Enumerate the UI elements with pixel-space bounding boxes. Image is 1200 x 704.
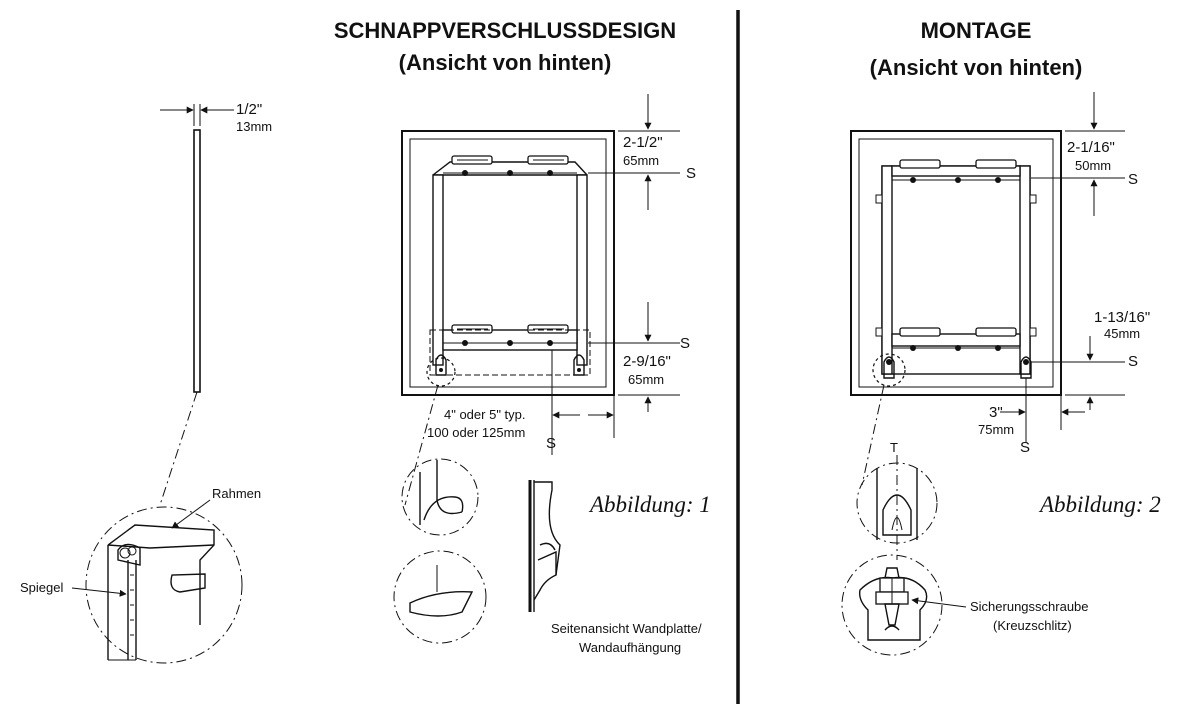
left-side-view-line2: Wandaufhängung (579, 640, 681, 655)
mirror-profile: 1/2" 13mm Rahmen Spiegel (20, 101, 272, 664)
left-side-view-line1: Seitenansicht Wandplatte/ (551, 621, 702, 636)
left-s-width: S (546, 435, 556, 452)
profile-detail-circle (85, 506, 243, 664)
left-dim-top-mm: 65mm (623, 153, 659, 168)
left-dim-bottom-mm: 65mm (628, 372, 664, 387)
right-dim-top-mm: 50mm (1075, 158, 1111, 173)
left-hook-detail-bottom (393, 550, 487, 644)
right-t-marker: T (890, 440, 898, 455)
left-s-bottom: S (680, 335, 690, 352)
right-s-top: S (1128, 171, 1138, 188)
right-screw-detail (841, 554, 943, 656)
left-keyhole-callout (426, 357, 456, 387)
right-dim-top: 2-1/16" (1067, 139, 1115, 156)
right-title: MONTAGE (921, 18, 1032, 43)
right-wall-plate (875, 159, 1037, 379)
mirror-edge-profile (193, 129, 201, 393)
right-screw-label-line2: (Kreuzschlitz) (993, 618, 1072, 633)
right-dim-width-mm: 75mm (978, 422, 1014, 437)
right-figure-label: Abbildung: 2 (1038, 492, 1161, 517)
mirror-label: Spiegel (20, 580, 63, 595)
right-subtitle: (Ansicht von hinten) (870, 55, 1083, 80)
right-s-bottom: S (1128, 353, 1138, 370)
left-dim-width: 4" oder 5" typ. (444, 407, 526, 422)
lock-screw-icon (858, 567, 928, 641)
right-s-width: S (1020, 439, 1030, 456)
left-subtitle: (Ansicht von hinten) (399, 50, 612, 75)
frame-label: Rahmen (212, 486, 261, 501)
left-s-top: S (686, 165, 696, 182)
left-dim-width-mm: 100 oder 125mm (427, 425, 525, 440)
right-screw-label-line1: Sicherungsschraube (970, 599, 1089, 614)
left-side-view (528, 480, 561, 612)
left-hook-detail-top (401, 458, 479, 536)
left-dim-bottom: 2-9/16" (623, 353, 671, 370)
left-panel: SCHNAPPVERSCHLUSSDESIGN (Ansicht von hin… (334, 18, 711, 655)
right-panel: MONTAGE (Ansicht von hinten) (841, 18, 1161, 656)
right-dim-bottom: 1-13/16" (1094, 309, 1150, 326)
profile-thickness-label: 1/2" (236, 101, 262, 118)
frame-corner-detail (107, 524, 215, 661)
right-dim-width: 3" (989, 404, 1003, 421)
left-dim-top: 2-1/2" (623, 134, 663, 151)
profile-thickness-mm: 13mm (236, 119, 272, 134)
right-keyhole-callout (872, 353, 906, 387)
left-title: SCHNAPPVERSCHLUSSDESIGN (334, 18, 676, 43)
left-wall-plate (429, 155, 591, 376)
left-figure-label: Abbildung: 1 (588, 492, 711, 517)
right-dim-bottom-mm: 45mm (1104, 326, 1140, 341)
